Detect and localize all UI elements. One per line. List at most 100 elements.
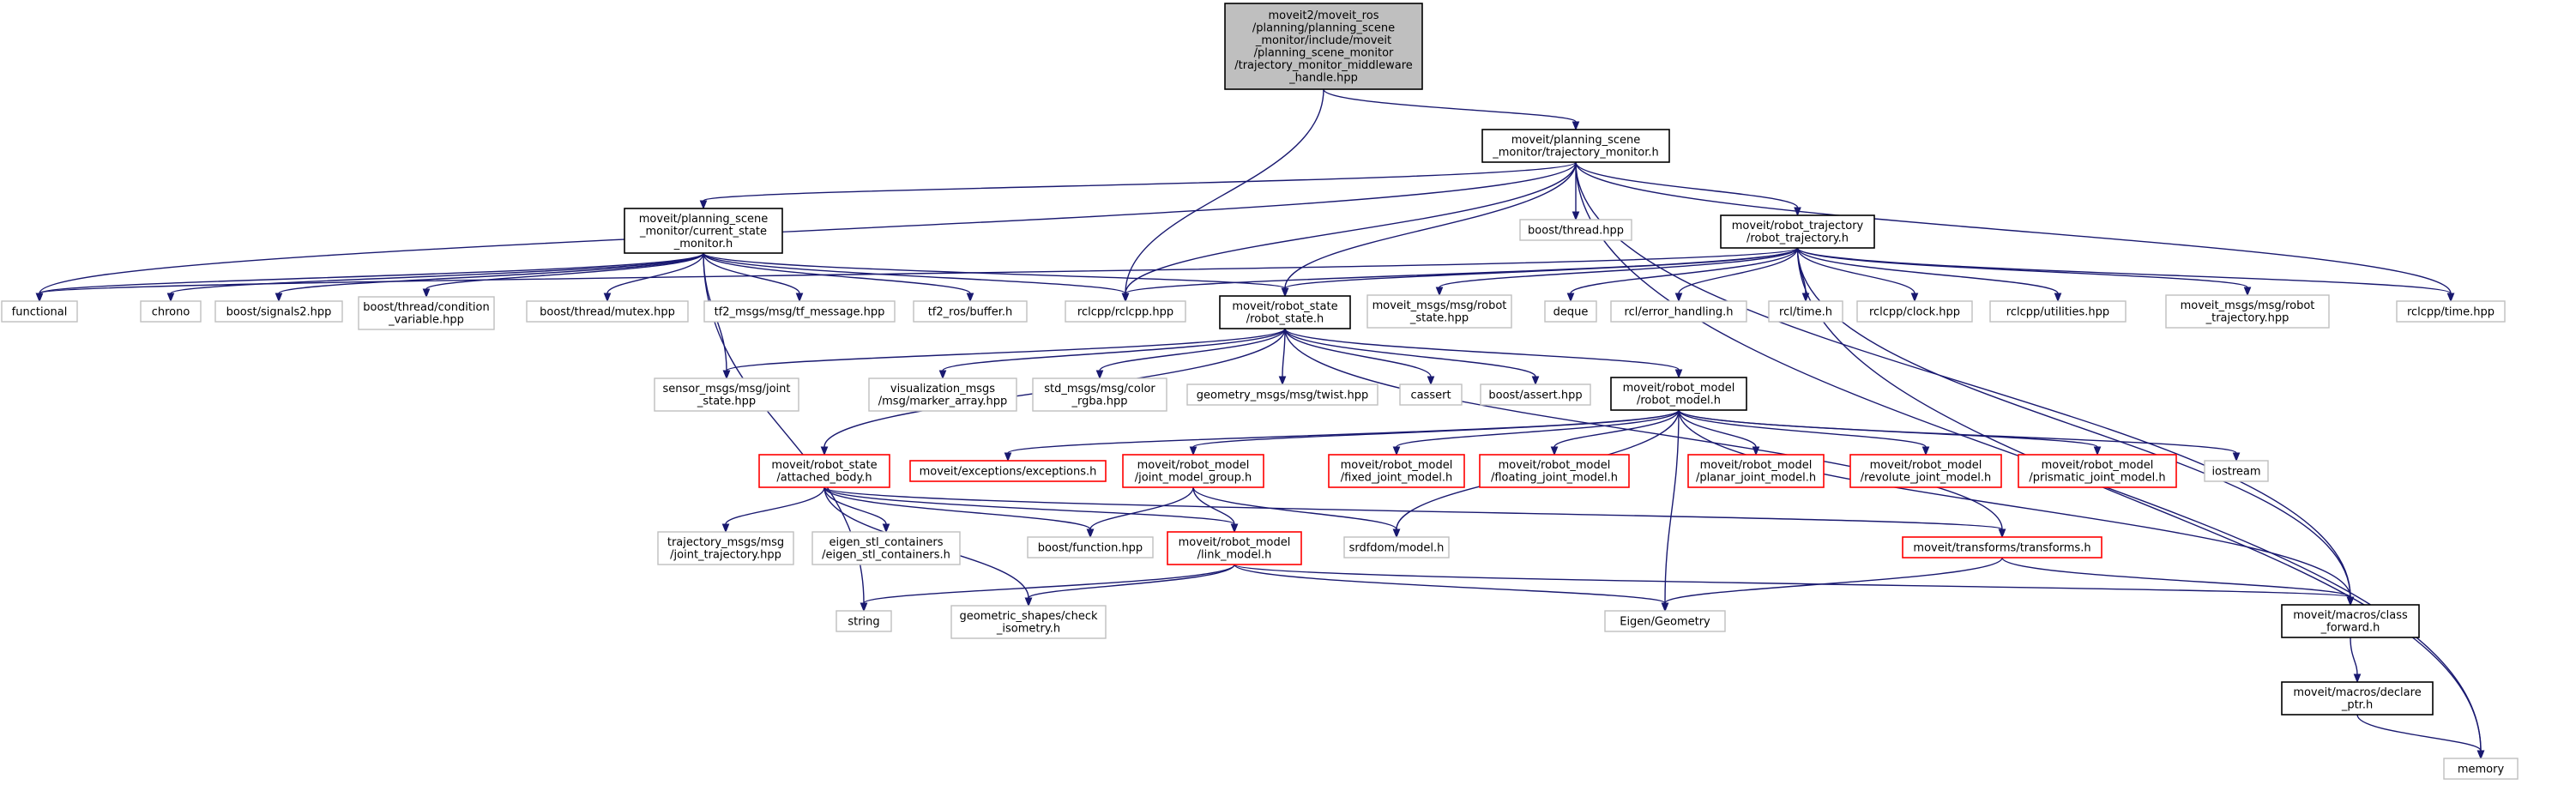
node-label-line: /msg/marker_array.hpp — [878, 396, 1007, 408]
node-jmg[interactable]: moveit/robot_model/joint_model_group.h — [1122, 454, 1264, 488]
node-label-line: /robot_state.h — [1246, 313, 1324, 326]
node-label-line: moveit2/moveit_ros — [1269, 9, 1379, 22]
node-root[interactable]: moveit2/moveit_ros/planning/planning_sce… — [1224, 3, 1423, 90]
node-declptr[interactable]: moveit/macros/declare_ptr.h — [2281, 681, 2434, 716]
node-tfbuf[interactable]: tf2_ros/buffer.h — [913, 300, 1028, 323]
edge-line — [1796, 247, 1915, 294]
edge-line — [1553, 409, 1680, 448]
node-box — [358, 296, 495, 330]
node-rcltimehpp[interactable]: rclcpp/time.hpp — [2396, 300, 2506, 323]
edge-line — [39, 161, 1577, 294]
edge-rm-to-planar — [1678, 409, 1760, 456]
edge-line — [1664, 557, 2003, 604]
node-box — [526, 300, 689, 323]
edge-line — [1028, 564, 1235, 599]
node-label-line: _monitor/current_state — [639, 225, 767, 238]
node-rclcpp[interactable]: rclcpp/rclcpp.hpp — [1065, 300, 1186, 323]
edge-line — [1796, 247, 2248, 288]
node-mutex[interactable]: boost/thread/mutex.hpp — [526, 300, 689, 323]
edge-line — [1678, 409, 2237, 454]
node-tm[interactable]: moveit/planning_scene_monitor/trajectory… — [1481, 129, 1670, 163]
edge-line — [1192, 486, 1397, 530]
node-prismatic[interactable]: moveit/robot_model/prismatic_joint_model… — [2018, 454, 2177, 488]
node-srdf[interactable]: srdfdom/model.h — [1343, 536, 1450, 559]
node-condvar[interactable]: boost/thread/condition_variable.hpp — [358, 296, 495, 330]
node-box — [1224, 3, 1423, 90]
node-label-line: moveit/robot_model — [1870, 459, 1982, 472]
node-label-line: rclcpp/utilities.hpp — [2006, 305, 2109, 318]
node-deque[interactable]: deque — [1544, 300, 1597, 323]
node-color[interactable]: std_msgs/msg/color_rgba.hpp — [1032, 377, 1167, 412]
edge-csm-to-signals2 — [274, 252, 704, 303]
node-label-line: _ptr.h — [2341, 699, 2373, 712]
node-string[interactable]: string — [836, 610, 892, 632]
edge-line — [1396, 409, 1680, 448]
node-label-line: /trajectory_monitor_middleware — [1234, 59, 1413, 72]
node-iostream[interactable]: iostream — [2204, 460, 2269, 482]
node-msgrt[interactable]: moveit_msgs/msg/robot_trajectory.hpp — [2165, 294, 2330, 329]
node-rm[interactable]: moveit/robot_model/robot_model.h — [1610, 377, 1747, 411]
node-floating[interactable]: moveit/robot_model/floating_joint_model.… — [1479, 454, 1630, 488]
node-jtraj[interactable]: trajectory_msgs/msg/joint_trajectory.hpp — [657, 531, 794, 565]
edge-rs-to-cassert — [1284, 328, 1435, 386]
edge-line — [1678, 409, 1927, 448]
node-label-line: iostream — [2211, 465, 2260, 478]
node-sensor[interactable]: sensor_msgs/msg/joint_state.hpp — [654, 377, 799, 412]
edge-line — [1678, 409, 2098, 448]
node-label-line: geometry_msgs/msg/twist.hpp — [1197, 389, 1369, 402]
node-eigengeo[interactable]: Eigen/Geometry — [1604, 610, 1726, 632]
node-vis[interactable]: visualization_msgs/msg/marker_array.hpp — [868, 377, 1017, 412]
node-rclerr[interactable]: rcl/error_handling.h — [1610, 300, 1747, 323]
node-utilities[interactable]: rclcpp/utilities.hpp — [1989, 300, 2127, 323]
node-boostthread[interactable]: boost/thread.hpp — [1519, 219, 1632, 241]
node-label-line: _variable.hpp — [388, 314, 464, 327]
arrowhead — [1024, 597, 1033, 607]
node-tfmsg[interactable]: tf2_msgs/msg/tf_message.hpp — [703, 300, 896, 323]
node-chrono[interactable]: chrono — [140, 300, 202, 323]
node-exc[interactable]: moveit/exceptions/exceptions.h — [909, 460, 1107, 482]
node-twist[interactable]: geometry_msgs/msg/twist.hpp — [1186, 383, 1378, 406]
node-label-line: moveit/robot_trajectory — [1732, 220, 1864, 232]
node-rt[interactable]: moveit/robot_trajectory/robot_trajectory… — [1720, 214, 1875, 249]
edge-line — [1323, 88, 1577, 123]
node-memory[interactable]: memory — [2443, 758, 2519, 780]
edge-line — [1570, 247, 1799, 294]
node-label-line: /planar_joint_model.h — [1696, 472, 1816, 485]
edge-line — [1125, 161, 1577, 294]
node-functional[interactable]: functional — [1, 300, 78, 323]
node-lm[interactable]: moveit/robot_model/link_model.h — [1167, 531, 1302, 565]
node-planar[interactable]: moveit/robot_model/planar_joint_model.h — [1687, 454, 1825, 488]
node-cassert[interactable]: cassert — [1399, 383, 1463, 406]
node-csm[interactable]: moveit/planning_scene_monitor/current_st… — [624, 208, 783, 254]
node-box — [1, 300, 78, 323]
node-label-line: moveit/robot_state — [1232, 300, 1337, 313]
node-signals2[interactable]: boost/signals2.hpp — [214, 300, 343, 323]
node-clock[interactable]: rclcpp/clock.hpp — [1856, 300, 1973, 323]
node-bfunc[interactable]: boost/function.hpp — [1027, 536, 1154, 559]
node-ab[interactable]: moveit/robot_state/attached_body.h — [758, 454, 890, 488]
node-eigenstl[interactable]: eigen_stl_containers/eigen_stl_container… — [811, 531, 961, 565]
node-classfwd[interactable]: moveit/macros/class_forward.h — [2281, 604, 2420, 638]
node-label-line: _monitor.h — [673, 238, 733, 251]
node-label-line: visualization_msgs — [890, 383, 995, 396]
node-revolute[interactable]: moveit/robot_model/revolute_joint_model.… — [1849, 454, 2002, 488]
edge-lm-to-geomshapes — [1024, 564, 1235, 607]
node-label-line: moveit/transforms/transforms.h — [1913, 541, 2090, 554]
node-box — [1186, 383, 1378, 406]
node-rcltime[interactable]: rcl/time.h — [1768, 300, 1843, 323]
node-msgrs[interactable]: moveit_msgs/msg/robot_state.hpp — [1366, 294, 1512, 329]
node-box — [836, 610, 892, 632]
node-box — [1032, 377, 1167, 412]
node-geomshapes[interactable]: geometric_shapes/check_isometry.h — [950, 605, 1107, 639]
edge-line — [1678, 409, 2351, 598]
node-fixed[interactable]: moveit/robot_model/fixed_joint_model.h — [1328, 454, 1465, 488]
node-box — [2204, 460, 2269, 482]
node-bassert[interactable]: boost/assert.hpp — [1480, 383, 1591, 406]
edge-line — [1089, 486, 1194, 530]
node-box — [1219, 295, 1351, 329]
node-label-line: _forward.h — [2320, 622, 2380, 635]
node-rs[interactable]: moveit/robot_state/robot_state.h — [1219, 295, 1351, 329]
node-transforms[interactable]: moveit/transforms/transforms.h — [1902, 536, 2102, 559]
arrowhead — [1572, 211, 1580, 221]
node-box — [1610, 300, 1747, 323]
